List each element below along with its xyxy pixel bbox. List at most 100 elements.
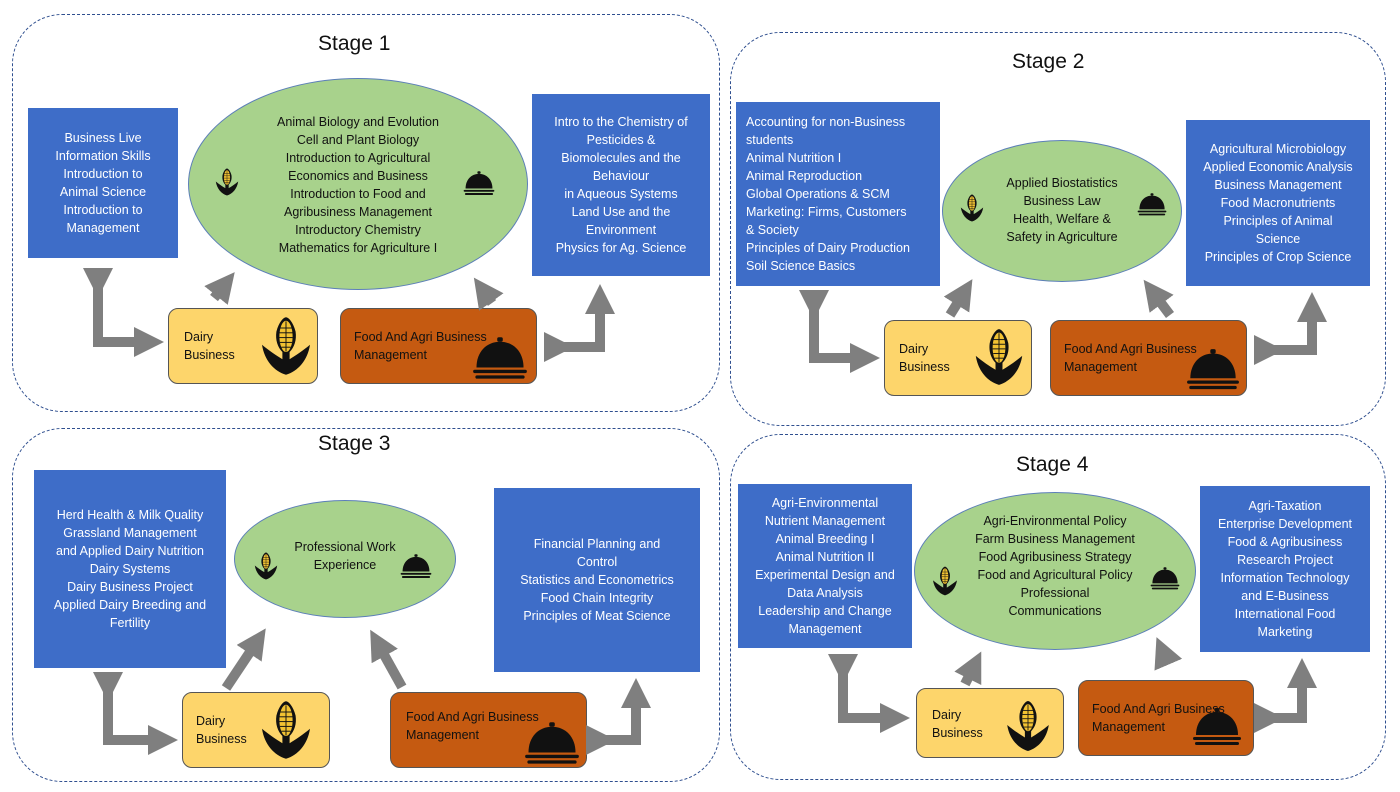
module-line: Principles of Crop Science — [1204, 250, 1352, 264]
corn-icon — [256, 700, 316, 765]
module-line: Introduction to Food and — [290, 187, 426, 201]
stage-3-right-bend-arrow — [585, 678, 651, 755]
stage-3-panel — [12, 428, 720, 782]
corn-icon — [213, 168, 241, 201]
module-line: Agricultural Microbiology — [1209, 142, 1347, 156]
module-line: Fertility — [109, 616, 151, 630]
module-line: Behaviour — [592, 169, 650, 183]
module-line: Management — [66, 221, 140, 235]
module-line: Cell and Plant Biology — [296, 133, 420, 147]
stage-3-title: Stage 3 — [318, 432, 391, 455]
module-line: Data Analysis — [787, 586, 863, 600]
stage-4-title: Stage 4 — [1016, 453, 1089, 476]
module-line: Financial Planning and — [533, 537, 661, 551]
stage-2-food-to-core-arrow — [1143, 279, 1174, 318]
cloche-icon — [1186, 347, 1240, 395]
module-line: Professional — [1020, 586, 1090, 600]
stage-2-dairy-business-box — [884, 320, 1032, 396]
module-line: Food And Agri Business — [354, 330, 487, 344]
module-line: Applied Biostatistics — [1006, 176, 1118, 190]
module-line: Food Chain Integrity — [540, 591, 654, 605]
module-line: Marketing: Firms, Customers — [746, 205, 907, 219]
module-line: Research Project — [1237, 553, 1333, 567]
stage-1-panel — [12, 14, 720, 412]
module-line: Food And Agri Business — [1092, 702, 1225, 716]
module-line: Introduction to — [63, 167, 143, 181]
module-line: Information Technology — [1220, 571, 1350, 585]
module-line: Food And Agri Business — [406, 710, 539, 724]
module-line: Dairy — [899, 342, 929, 356]
module-line: International Food — [1234, 607, 1336, 621]
stage-3-dairy-to-core-arrow — [221, 628, 266, 691]
module-line: Land Use and the — [571, 205, 671, 219]
module-line: Management — [788, 622, 862, 636]
cloche-icon — [1137, 192, 1167, 221]
module-line: Animal Nutrition II — [775, 550, 875, 564]
module-line: Economics and Business — [288, 169, 428, 183]
module-line: Introduction to — [63, 203, 143, 217]
module-line: Business — [196, 732, 247, 746]
module-line: Intro to the Chemistry of — [554, 115, 688, 129]
module-line: Business Law — [1023, 194, 1101, 208]
module-line: Management — [1064, 360, 1137, 374]
corn-icon — [1002, 700, 1054, 757]
module-line: Science — [1255, 232, 1301, 246]
module-line: Animal Reproduction — [746, 169, 863, 183]
module-line: Food & Agribusiness — [1227, 535, 1343, 549]
stage-1-left-bend-arrow — [83, 267, 164, 357]
module-line: Animal Nutrition I — [746, 151, 842, 165]
module-line: Applied Economic Analysis — [1203, 160, 1353, 174]
module-line: Enterprise Development — [1217, 517, 1353, 531]
module-line: Introduction to Agricultural — [285, 151, 431, 165]
module-line: & Society — [746, 223, 799, 237]
module-line: Dairy Business Project — [67, 580, 193, 594]
stage-3-left-bend-arrow — [93, 671, 178, 755]
module-line: Management — [1092, 720, 1165, 734]
module-line: Principles of Animal — [1223, 214, 1333, 228]
module-line: Soil Science Basics — [746, 259, 856, 273]
module-line: Leadership and Change — [758, 604, 892, 618]
stage-1-right-bend-arrow — [543, 284, 615, 362]
module-line: Agri-Environmental — [771, 496, 879, 510]
stage-4-dairy-to-core-arrow — [954, 651, 982, 687]
stage-4-right-bend-arrow — [1253, 658, 1317, 733]
module-line: Principles of Dairy Production — [746, 241, 910, 255]
stage-3-food-to-core-arrow — [370, 629, 407, 690]
module-line: Business Live — [64, 131, 142, 145]
stage-2-dairy-to-core-arrow — [943, 279, 973, 318]
module-line: in Aqueous Systems — [564, 187, 678, 201]
cloche-icon — [1150, 566, 1180, 595]
module-line: Management — [406, 728, 479, 742]
stage-4-core-ellipse — [914, 492, 1196, 650]
module-line: and Applied Dairy Nutrition — [56, 544, 204, 558]
module-line: Animal Science — [59, 185, 147, 199]
module-line: Experimental Design and — [755, 568, 895, 582]
cloche-icon — [400, 553, 432, 584]
corn-icon — [958, 194, 986, 227]
stage-1-title: Stage 1 — [318, 32, 391, 55]
module-line: and E-Business — [1241, 589, 1329, 603]
corn-icon — [970, 328, 1028, 391]
module-line: Health, Welfare & — [1013, 212, 1111, 226]
stage-2-title: Stage 2 — [1012, 50, 1085, 73]
